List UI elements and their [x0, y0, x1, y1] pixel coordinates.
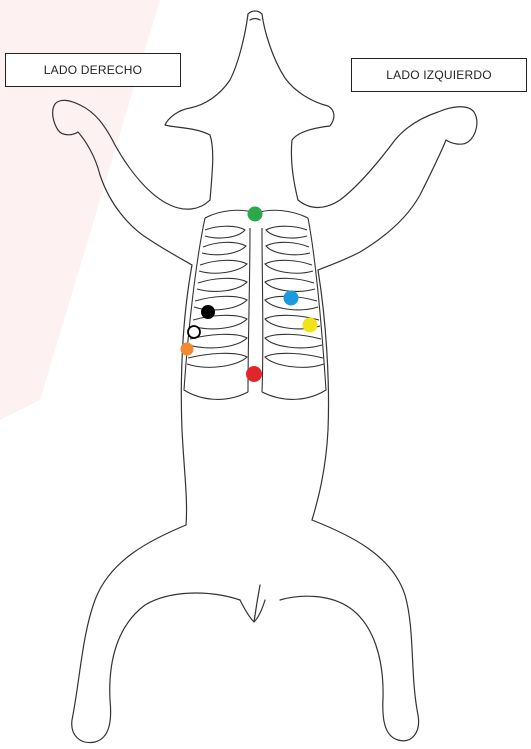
green-marker	[248, 207, 263, 222]
white-marker	[188, 326, 200, 338]
yellow-marker	[303, 318, 318, 333]
right-side-label: LADO DERECHO	[5, 53, 181, 87]
left-side-label: LADO IZQUIERDO	[351, 58, 527, 92]
blue-marker	[284, 291, 299, 306]
orange-marker	[181, 343, 194, 356]
black-marker	[201, 305, 215, 319]
red-marker	[246, 366, 262, 382]
